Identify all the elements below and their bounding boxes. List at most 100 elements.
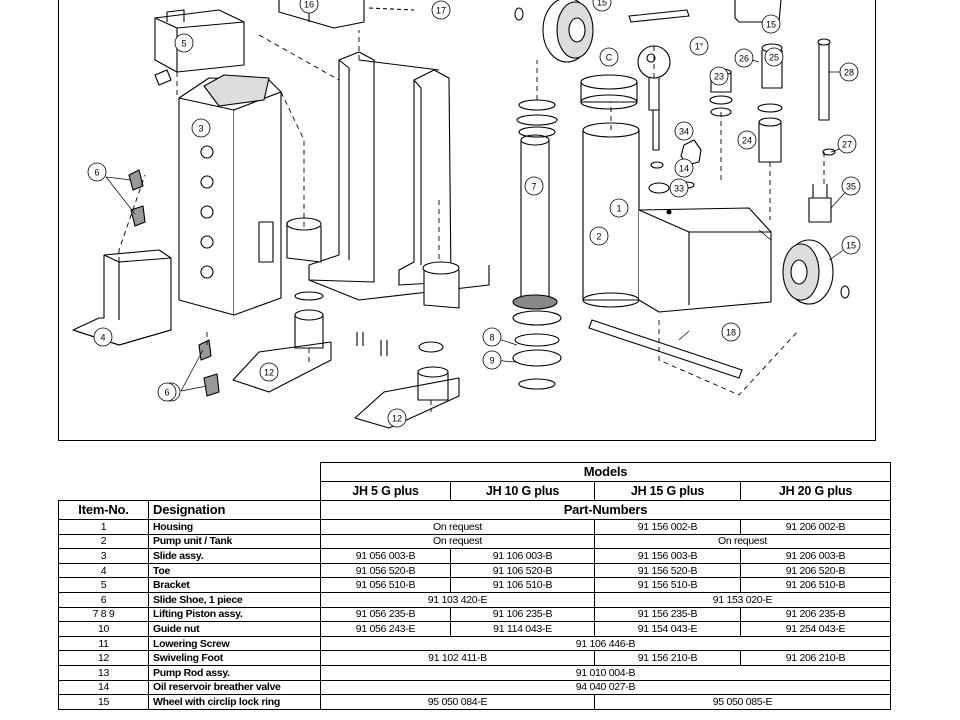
designation-cell: Pump unit / Tank bbox=[148, 533, 321, 550]
part-number-cell: 91 156 002-B bbox=[594, 519, 741, 535]
callout: 24 bbox=[737, 130, 757, 150]
callout: 15 bbox=[761, 14, 781, 34]
callout-label: 33 bbox=[674, 184, 684, 194]
part-number-cell: 94 040 027-B bbox=[320, 679, 891, 696]
part-number-cell: 91 103 420-E bbox=[320, 591, 595, 608]
callout-label: 12 bbox=[392, 414, 402, 424]
part-number-cell: 91 114 043-E bbox=[450, 621, 595, 637]
part-guide bbox=[258, 51, 490, 301]
designation-cell: Lowering Screw bbox=[148, 635, 321, 652]
part-pump-rod bbox=[637, 45, 671, 194]
callout: 5 bbox=[174, 33, 194, 53]
exploded-view-svg: 1234567891212141515161718232425262728333… bbox=[72, 0, 861, 429]
designation-cell: Bracket bbox=[148, 577, 321, 593]
part-number-cell: 91 056 510-B bbox=[320, 577, 451, 593]
callout-circle bbox=[674, 121, 694, 141]
part-number-cell: 95 050 084-E bbox=[320, 694, 595, 710]
part-number-cell: 91 156 003-B bbox=[594, 548, 741, 564]
callout-label: 1 bbox=[616, 204, 621, 214]
callout: 6 bbox=[87, 162, 107, 182]
part-number-cell: 91 056 243-E bbox=[320, 621, 451, 637]
callout-circle bbox=[764, 47, 784, 67]
callout: 27 bbox=[837, 134, 857, 154]
callout: 9 bbox=[482, 350, 502, 370]
callout-label: 26 bbox=[739, 54, 749, 64]
callout-circle bbox=[93, 327, 113, 347]
part-number-cell: 91 010 004-B bbox=[320, 664, 891, 681]
callout: 8 bbox=[482, 327, 502, 347]
part-number-cell: 91 206 002-B bbox=[740, 519, 891, 535]
callout: 3 bbox=[191, 118, 211, 138]
part-numbers-header: Part-Numbers bbox=[320, 500, 891, 520]
callout-circle bbox=[431, 0, 451, 20]
callout-label: C bbox=[606, 53, 613, 63]
callout-circle bbox=[592, 0, 612, 12]
callout: 18 bbox=[721, 322, 741, 342]
callout: 34 bbox=[674, 121, 694, 141]
part-number-cell: 91 156 235-B bbox=[594, 606, 741, 623]
callout-circle bbox=[589, 226, 609, 246]
callout-label: 35 bbox=[846, 182, 856, 192]
part-rod bbox=[588, 319, 743, 379]
part-top-fragment bbox=[278, 0, 365, 29]
callout-label: 28 bbox=[844, 68, 854, 78]
callout-label: 25 bbox=[769, 53, 779, 63]
callout: 2 bbox=[589, 226, 609, 246]
callout: 33 bbox=[669, 178, 689, 198]
part-wheel-top bbox=[514, 0, 594, 63]
part-number-cell: 95 050 085-E bbox=[594, 694, 891, 710]
callout-circle bbox=[387, 408, 407, 428]
callout-circle bbox=[482, 350, 502, 370]
callout-circle bbox=[839, 62, 859, 82]
callout: 14 bbox=[674, 158, 694, 178]
model-name: JH 5 G plus bbox=[320, 481, 451, 501]
part-number-cell: 91 153 020-E bbox=[594, 591, 891, 608]
callout-circle bbox=[524, 176, 544, 196]
callout-label: 15 bbox=[766, 20, 776, 30]
callout-label: 27 bbox=[842, 140, 852, 150]
callout-label: 17 bbox=[436, 6, 446, 16]
parts-table: Models JH 5 G plus JH 10 G plus JH 15 G … bbox=[58, 462, 891, 710]
callout-label: 15 bbox=[846, 241, 856, 251]
callout-label: 18 bbox=[726, 328, 736, 338]
part-number-cell: 91 206 235-B bbox=[740, 606, 891, 623]
designation-cell: Slide Shoe, 1 piece bbox=[148, 591, 321, 608]
callout: 17 bbox=[431, 0, 451, 20]
part-toe bbox=[72, 249, 172, 346]
part-number-cell: 91 206 003-B bbox=[740, 548, 891, 564]
callout-circle bbox=[191, 118, 211, 138]
callout: 4 bbox=[93, 327, 113, 347]
callout-circle bbox=[174, 33, 194, 53]
callout-circle bbox=[837, 134, 857, 154]
callout: 12 bbox=[387, 408, 407, 428]
item-number-cell: 2 bbox=[58, 533, 149, 550]
part-fitting bbox=[808, 184, 832, 223]
part-housing bbox=[580, 74, 772, 313]
part-number-cell: 91 106 003-B bbox=[450, 548, 595, 564]
item-number-cell: 4 bbox=[58, 562, 149, 579]
part-number-cell: 91 156 520-B bbox=[594, 562, 741, 579]
callout-circle bbox=[841, 176, 861, 196]
callout: 35 bbox=[841, 176, 861, 196]
callout: 7 bbox=[524, 176, 544, 196]
callout-label: 2 bbox=[596, 232, 601, 242]
part-number-cell: 91 106 235-B bbox=[450, 606, 595, 623]
callout-circle bbox=[737, 130, 757, 150]
item-number-cell: 5 bbox=[58, 577, 149, 593]
designation-cell: Lifting Piston assy. bbox=[148, 606, 321, 623]
part-number-cell: On request bbox=[594, 533, 891, 550]
item-number-cell: 11 bbox=[58, 635, 149, 652]
callout: 6 bbox=[157, 382, 177, 402]
callout-label: 3 bbox=[198, 124, 203, 134]
callout: 28 bbox=[839, 62, 859, 82]
designation-cell: Swiveling Foot bbox=[148, 650, 321, 666]
